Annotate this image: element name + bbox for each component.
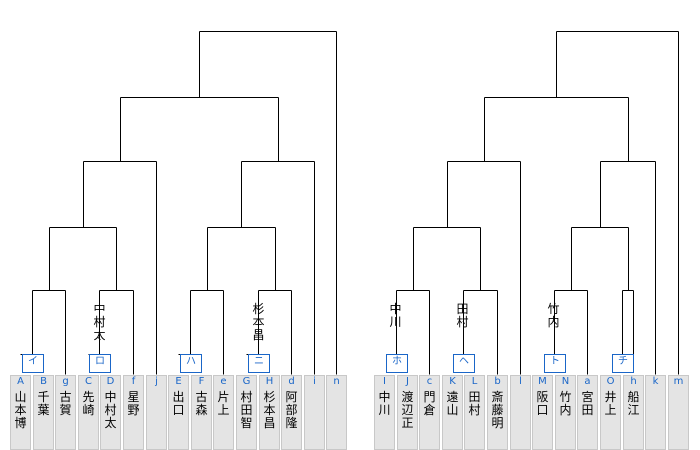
slot-code[interactable]: k <box>652 376 659 387</box>
slot-code[interactable]: N <box>561 376 570 387</box>
slot-code[interactable]: d <box>288 376 295 387</box>
match-label: ハ <box>186 356 196 367</box>
winner-name: 中 村 太 <box>93 302 106 342</box>
slot-code[interactable]: f <box>131 376 136 387</box>
player-name: 千 葉 <box>37 390 50 417</box>
player-name: 田 村 <box>468 390 481 417</box>
slot-code[interactable]: C <box>85 376 92 387</box>
player-name: 村 田 智 <box>240 390 253 430</box>
slot-code[interactable]: M <box>538 376 547 387</box>
slot-code[interactable]: H <box>265 376 274 387</box>
slot-code[interactable]: E <box>175 376 182 387</box>
player-name: 古 森 <box>195 390 208 417</box>
player-name: 渡 辺 正 <box>401 390 414 430</box>
player-name: 斎 藤 明 <box>491 390 504 430</box>
player-name: 阿 部 隆 <box>285 390 298 430</box>
match-label: ヘ <box>459 356 469 367</box>
player-name: 先 崎 <box>82 390 95 417</box>
player-name: 井 上 <box>604 390 617 417</box>
winner-name: 竹 内 <box>547 302 560 329</box>
player-name: 古 賀 <box>59 390 72 417</box>
slot-code[interactable]: c <box>426 376 433 387</box>
slot-code[interactable]: l <box>519 376 522 387</box>
slot-code[interactable]: I <box>383 376 386 387</box>
winner-name: 中 川 <box>389 302 402 329</box>
player-name: 片 上 <box>217 390 230 417</box>
player-name: 竹 内 <box>559 390 572 417</box>
match-label: イ <box>28 356 38 367</box>
player-name: 阪 口 <box>536 390 549 417</box>
match-box <box>386 354 408 373</box>
match-label: ニ <box>254 356 264 367</box>
player-name: 宮 田 <box>581 390 594 417</box>
player-name: 門 倉 <box>423 390 436 417</box>
match-label: ト <box>550 356 560 367</box>
player-name: 星 野 <box>127 390 140 417</box>
match-box <box>180 354 202 373</box>
slot-code[interactable]: a <box>584 376 591 387</box>
slot-code[interactable]: K <box>449 376 456 387</box>
player-name: 中 村 太 <box>104 390 117 430</box>
match-box <box>248 354 270 373</box>
match-label: ロ <box>95 356 105 367</box>
slot-code[interactable]: O <box>606 376 615 387</box>
slot-code[interactable]: n <box>333 376 340 387</box>
player-name: 出 口 <box>172 390 185 417</box>
slot-code[interactable]: b <box>494 376 501 387</box>
match-box <box>544 354 566 373</box>
slot-code[interactable]: g <box>62 376 69 387</box>
slot-code[interactable]: i <box>313 376 316 387</box>
match-box <box>453 354 475 373</box>
slot-code[interactable]: h <box>630 376 637 387</box>
slot-code[interactable]: m <box>673 376 684 387</box>
player-name: 中 川 <box>378 390 391 417</box>
slot-code[interactable]: e <box>220 376 227 387</box>
slot-code[interactable]: F <box>198 376 205 387</box>
player-name: 船 江 <box>627 390 640 417</box>
player-name: 山 本 博 <box>14 390 27 430</box>
slot-code[interactable]: L <box>471 376 478 387</box>
slot-code[interactable]: D <box>106 376 115 387</box>
player-name: 遠 山 <box>446 390 459 417</box>
slot-code[interactable]: J <box>406 376 409 387</box>
slot-code[interactable]: B <box>40 376 47 387</box>
slot-code[interactable]: j <box>155 376 158 387</box>
match-box <box>22 354 44 373</box>
match-box <box>612 354 634 373</box>
slot-code[interactable]: G <box>242 376 251 387</box>
match-label: チ <box>618 356 628 367</box>
slot-code[interactable]: A <box>17 376 24 387</box>
match-box <box>89 354 111 373</box>
winner-name: 杉 本 昌 <box>252 302 265 342</box>
player-name: 杉 本 昌 <box>263 390 276 430</box>
winner-name: 田 村 <box>456 302 469 329</box>
match-label: ホ <box>392 356 402 367</box>
